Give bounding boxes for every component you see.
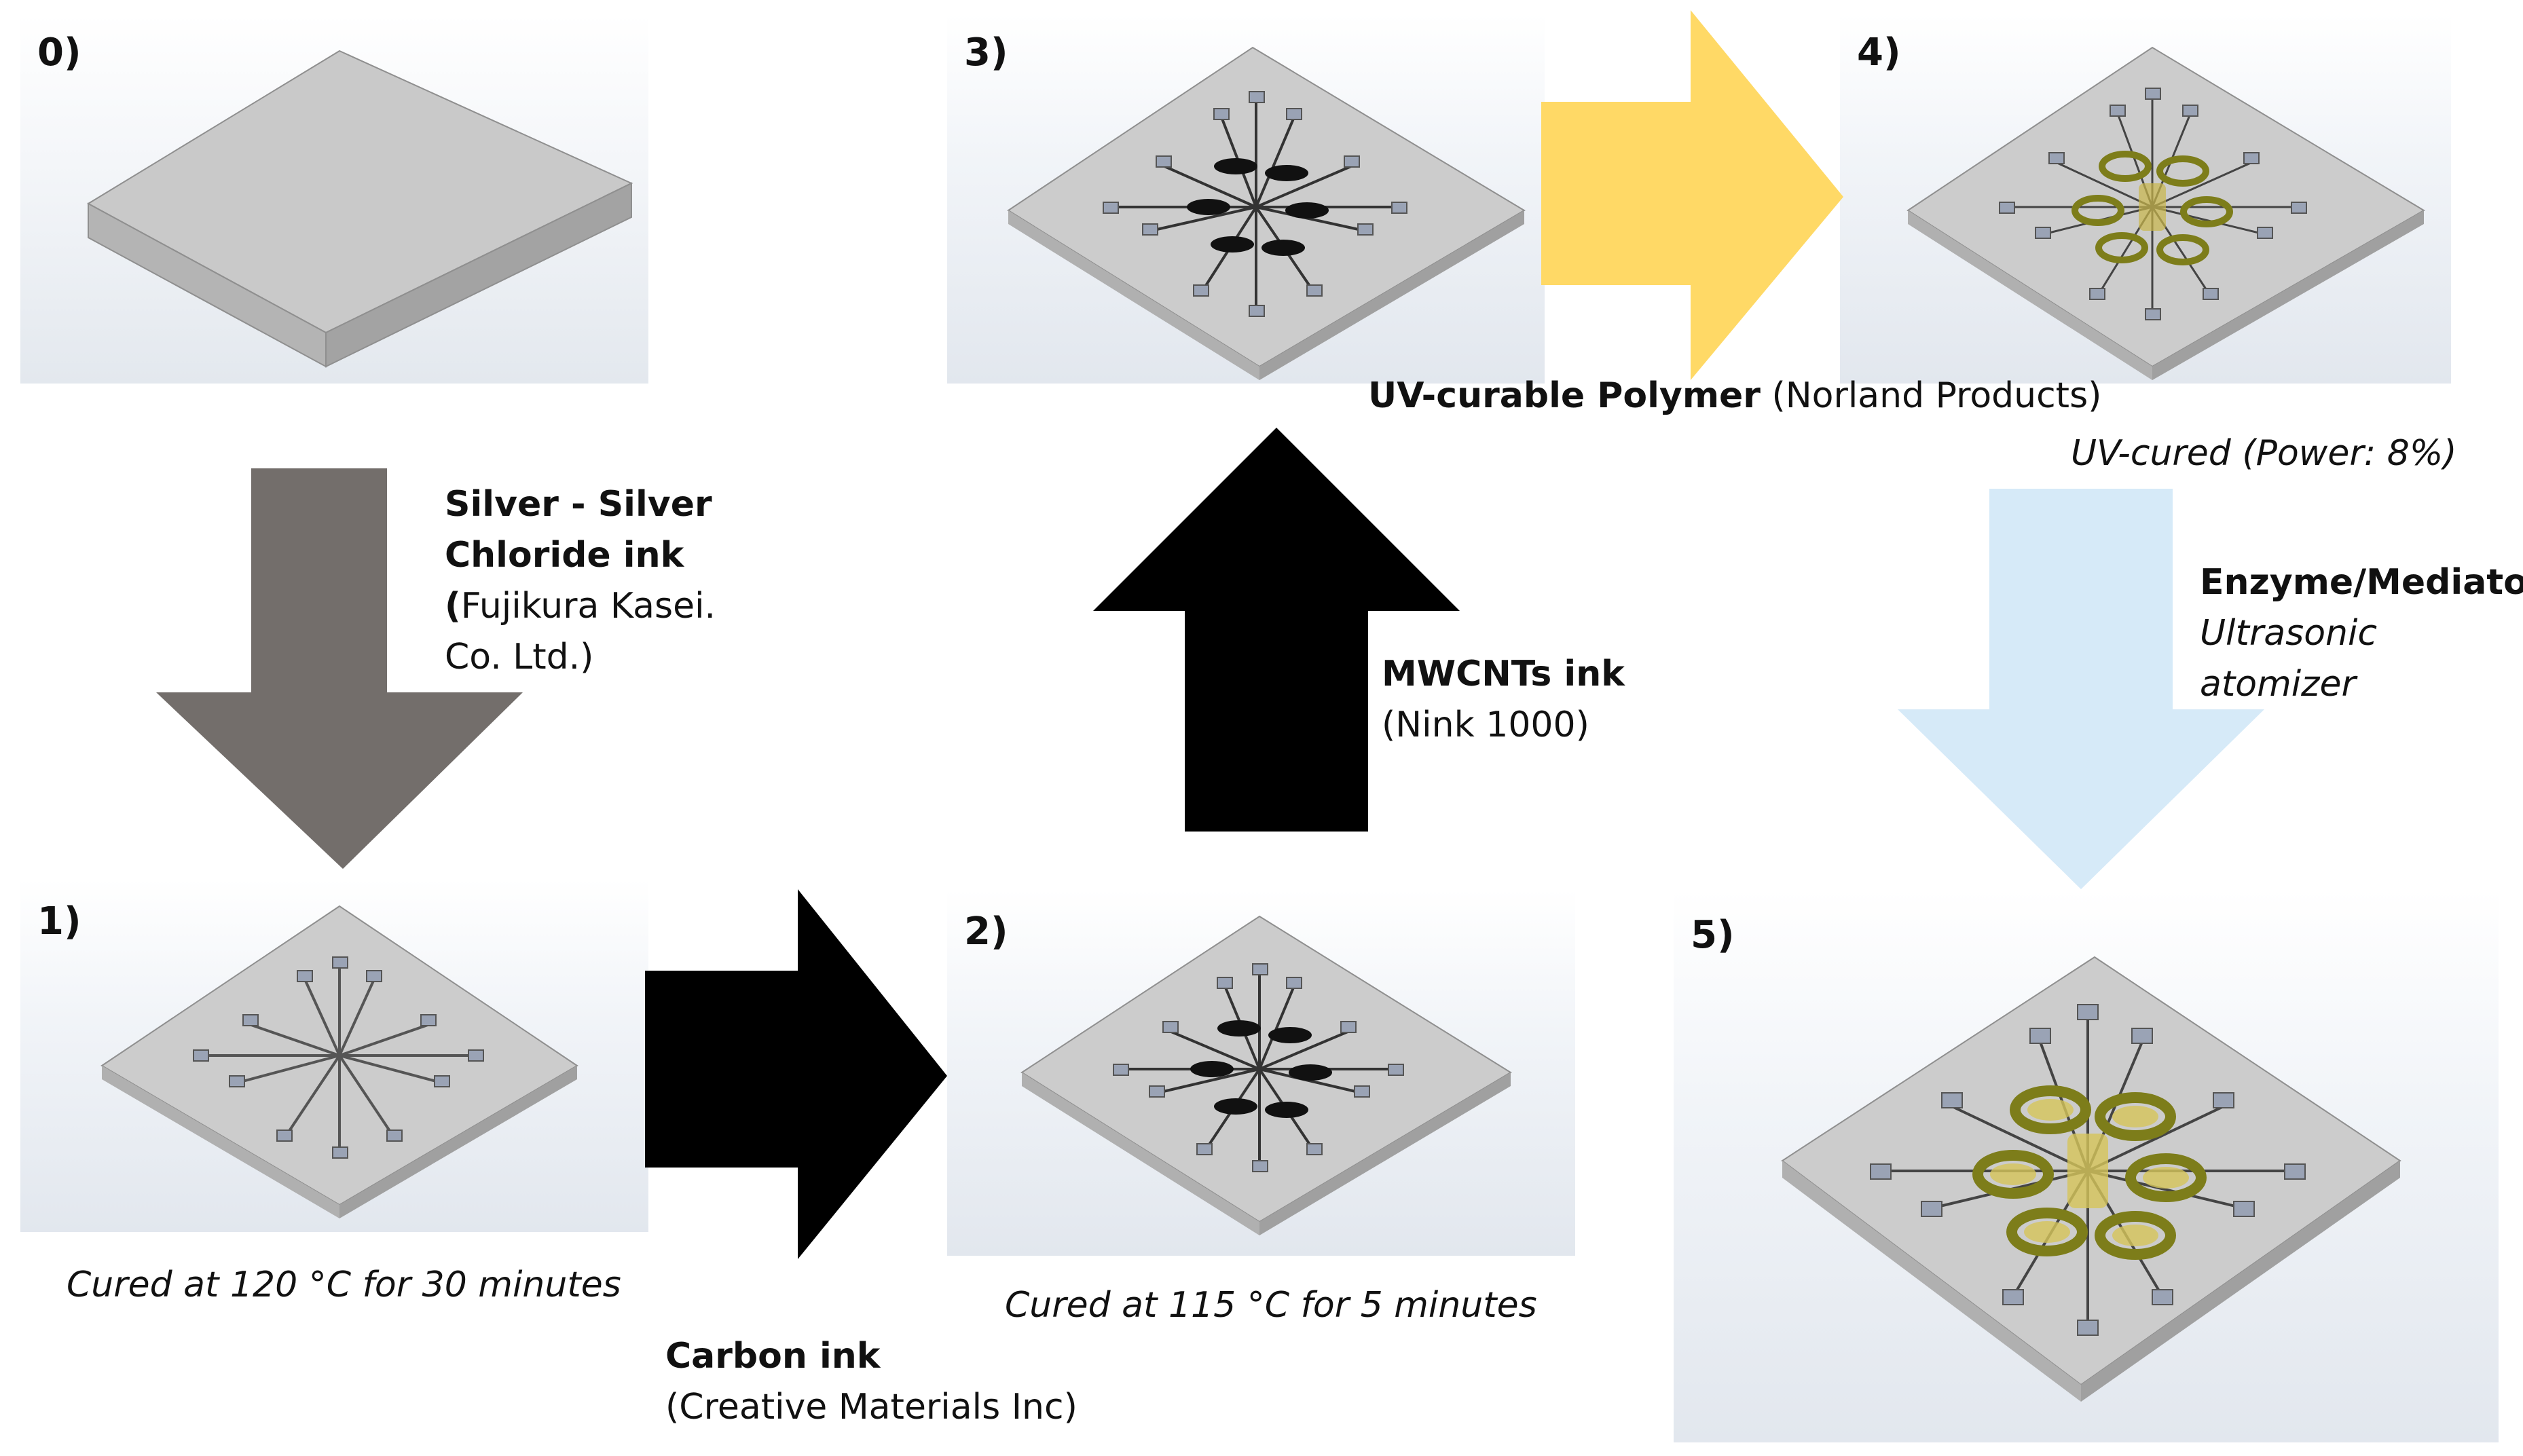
arrow-carbon-ink xyxy=(645,889,947,1259)
step-1-curing-note: Cured at 120 °C for 30 minutes xyxy=(67,1265,621,1305)
substrate-mwcnt-electrodes xyxy=(1007,46,1526,380)
silver-ink-source-1: (Fujikura Kasei. xyxy=(445,580,716,632)
panel-step-2: 2) xyxy=(947,889,1575,1256)
panel-step-1: 1) xyxy=(20,879,648,1232)
step-4-curing-note: UV-cured (Power: 8%) xyxy=(2071,433,2457,474)
enzyme-title: Enzyme/Mediator xyxy=(2200,562,2523,603)
uv-polymer-label: UV-curable Polymer (Norland Products) xyxy=(1368,370,2101,422)
silver-ink-source-text: Fujikura Kasei. xyxy=(460,586,716,627)
panel-step-3: 3) xyxy=(947,14,1545,384)
silver-ink-source-2: Co. Ltd.) xyxy=(445,637,594,677)
step-label-3: 3) xyxy=(964,31,1008,75)
step-label-5: 5) xyxy=(1691,913,1735,957)
substrate-bare xyxy=(86,50,633,368)
step-label-1: 1) xyxy=(37,899,81,944)
step-label-4: 4) xyxy=(1857,31,1901,75)
silver-ink-title-2: Chloride ink xyxy=(445,535,684,576)
silver-ink-title-1: Silver - Silver xyxy=(445,484,712,525)
substrate-enzyme-coated xyxy=(1781,956,2401,1402)
carbon-ink-source: (Creative Materials Inc) xyxy=(665,1387,1078,1427)
carbon-ink-title: Carbon ink xyxy=(665,1336,881,1377)
substrate-polymer-layer xyxy=(1907,46,2425,380)
uv-polymer-title: UV-curable Polymer xyxy=(1368,375,1761,416)
substrate-carbon-electrodes xyxy=(1020,915,1512,1235)
mwcnt-ink-title: MWCNTs ink xyxy=(1382,654,1625,694)
panel-step-0: 0) xyxy=(20,14,648,384)
step-label-0: 0) xyxy=(37,31,81,75)
arrow-uv-polymer xyxy=(1541,10,1843,380)
arrow-silver-ink xyxy=(156,468,523,869)
panel-step-4: 4) xyxy=(1840,14,2451,384)
panel-step-5: 5) xyxy=(1674,889,2499,1442)
enzyme-method-2: atomizer xyxy=(2200,664,2356,705)
step-2-curing-note: Cured at 115 °C for 5 minutes xyxy=(1005,1285,1537,1326)
substrate-silver-electrodes xyxy=(100,905,578,1218)
arrow-mwcnt-ink xyxy=(1093,428,1460,832)
silver-ink-paren: ( xyxy=(445,586,461,627)
arrow-enzyme-mediator xyxy=(1898,489,2264,889)
uv-polymer-source: (Norland Products) xyxy=(1760,375,2102,416)
enzyme-method-1: Ultrasonic xyxy=(2200,613,2378,654)
mwcnt-ink-source: (Nink 1000) xyxy=(1382,705,1589,745)
step-label-2: 2) xyxy=(964,910,1008,954)
